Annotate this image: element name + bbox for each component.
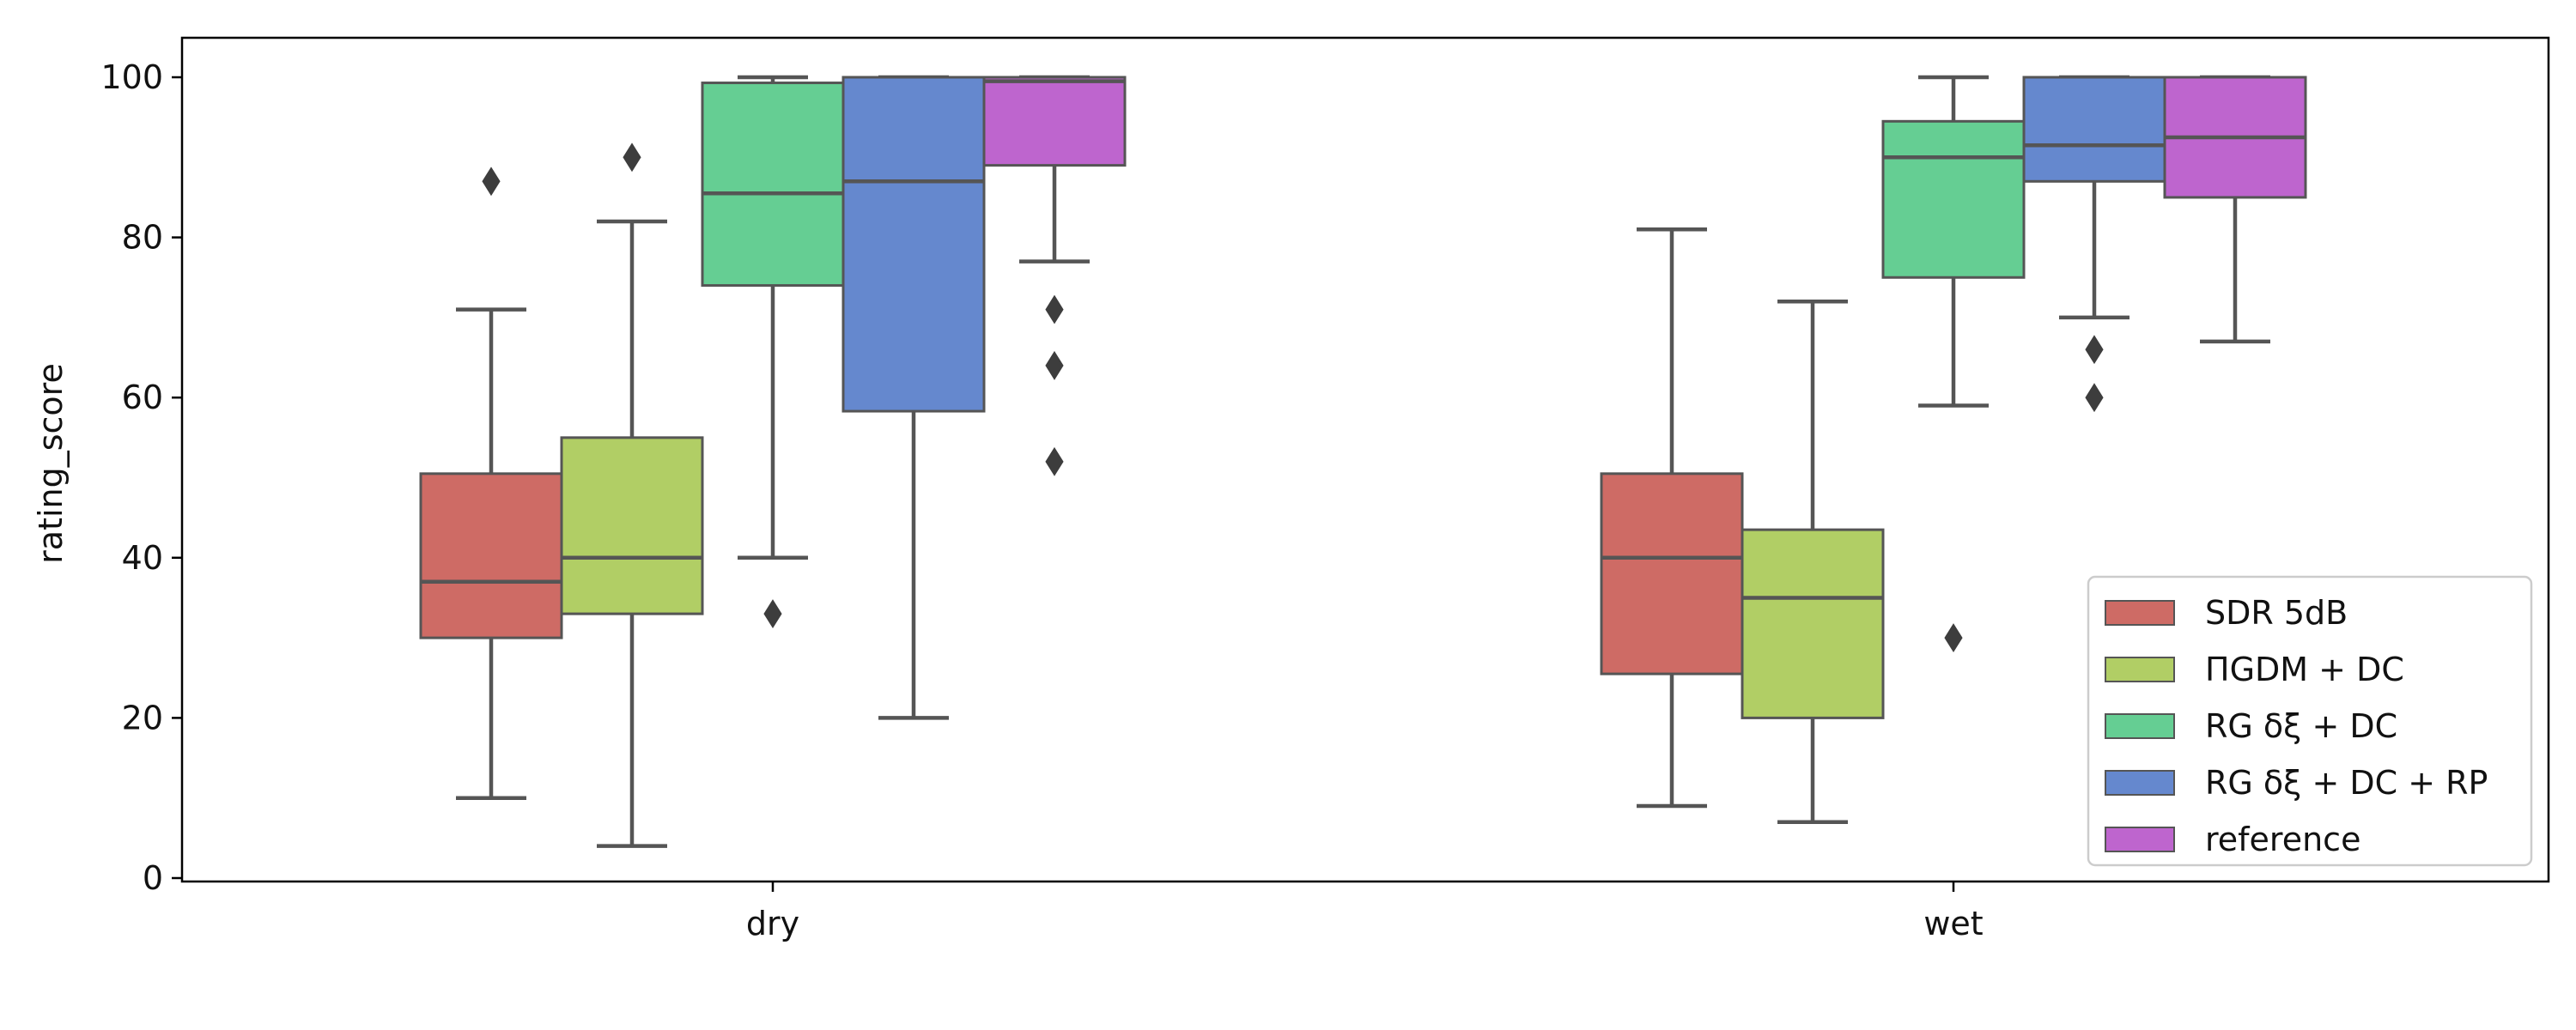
axes [180,36,2550,883]
box [841,76,986,413]
x-axis-ticks: dry wet [746,882,1984,942]
box-group [1881,75,2026,653]
legend-swatch [2105,713,2175,739]
box-group [841,75,986,720]
outlier-point [763,599,782,629]
y-axis-ticks: 0 20 40 60 80 100 [100,58,182,897]
outlier-point [2085,335,2104,365]
plot-area [419,75,2307,848]
y-axis-label: rating_score [32,363,70,564]
box-group [1600,227,1744,809]
box [560,436,704,615]
legend-frame [2087,575,2533,867]
outlier-point [623,142,641,173]
legend-swatch [2105,657,2175,682]
box [1881,119,2026,279]
legend-label: SDR 5dB [2205,594,2348,632]
box-group [982,75,1127,476]
y-tick-label: 40 [122,539,163,577]
box-group [701,75,845,629]
box-group [560,142,704,848]
box-group [2022,75,2166,413]
y-tick-label: 0 [143,859,163,897]
box-group [419,167,563,800]
outlier-point [482,167,501,197]
box [419,472,563,639]
outlier-point [1944,623,1963,653]
x-tick-label-dry: dry [746,905,799,942]
box [982,76,1127,167]
legend-swatch [2105,770,2175,796]
outlier-point [1045,294,1064,324]
legend-swatch [2105,600,2175,626]
legend-label: RG δξ + DC + RP [2205,764,2488,802]
y-tick-label: 60 [122,379,163,416]
box [1741,528,1885,719]
legend-label: reference [2205,821,2360,858]
y-tick-label: 100 [100,58,163,96]
y-tick-label: 20 [122,699,163,736]
legend-swatch [2105,827,2175,852]
box [2022,76,2166,183]
box [701,82,845,288]
outlier-point [1045,350,1064,380]
legend-label: RG δξ + DC [2205,707,2397,745]
plot-frame [180,36,2550,883]
box-group [1741,299,1885,824]
y-tick-label: 80 [122,219,163,257]
box-group [2163,75,2307,344]
outlier-point [1045,446,1064,476]
legend: SDR 5dB ΠGDM + DC RG δξ + DC RG δξ + DC + R… [2087,575,2533,867]
x-tick-label-wet: wet [1923,905,1983,942]
box [1600,472,1744,676]
legend-label: ΠGDM + DC [2205,651,2404,688]
outlier-point [2085,383,2104,413]
